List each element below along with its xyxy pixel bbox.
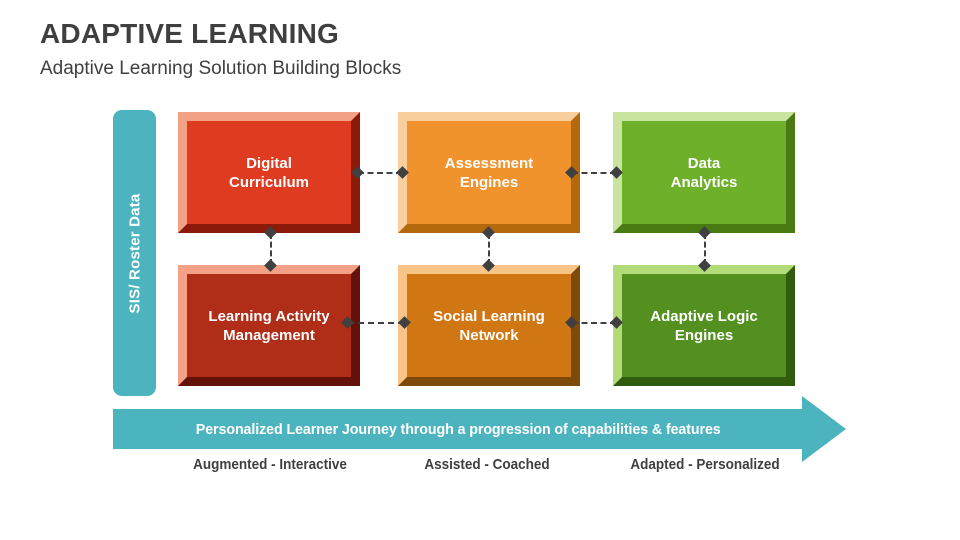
stage-augmented-interactive: Augmented - Interactive	[193, 456, 347, 473]
connector-social-to-adaptive	[572, 322, 616, 324]
block-label: Adaptive Logic Engines	[650, 307, 758, 344]
block-label: Learning Activity Management	[208, 307, 330, 344]
block-social-learning-network: Social Learning Network	[398, 265, 580, 386]
connector-digital-to-assessment	[358, 172, 402, 174]
block-digital-curriculum: Digital Curriculum	[178, 112, 360, 233]
journey-arrow-label: Personalized Learner Journey through a p…	[195, 420, 721, 438]
block-label: Assessment Engines	[444, 154, 534, 191]
block-data-analytics: Data Analytics	[613, 112, 795, 233]
connector-assessment-to-analytics	[572, 172, 616, 174]
page-subtitle: Adaptive Learning Solution Building Bloc…	[40, 58, 402, 79]
connector-digital-to-lam	[270, 233, 272, 265]
sis-roster-data-label: SIS/ Roster Data	[126, 193, 143, 313]
block-learning-activity-management: Learning Activity Management	[178, 265, 360, 386]
block-label: Social Learning Network	[433, 307, 545, 344]
block-assessment-engines: Assessment Engines	[398, 112, 580, 233]
connector-analytics-to-adaptive	[704, 233, 706, 265]
block-label: Data Analytics	[670, 154, 738, 191]
stage-assisted-coached: Assisted - Coached	[424, 456, 550, 473]
sis-roster-data-bar: SIS/ Roster Data	[113, 110, 156, 396]
stage-adapted-personalized: Adapted - Personalized	[630, 456, 780, 473]
journey-arrow: Personalized Learner Journey through a p…	[113, 409, 803, 449]
connector-lam-to-social	[348, 322, 404, 324]
journey-arrow-head	[802, 396, 846, 462]
page-title: ADAPTIVE LEARNING	[40, 18, 339, 49]
block-adaptive-logic-engines: Adaptive Logic Engines	[613, 265, 795, 386]
block-label: Digital Curriculum	[228, 154, 309, 191]
connector-assessment-to-social	[488, 233, 490, 265]
